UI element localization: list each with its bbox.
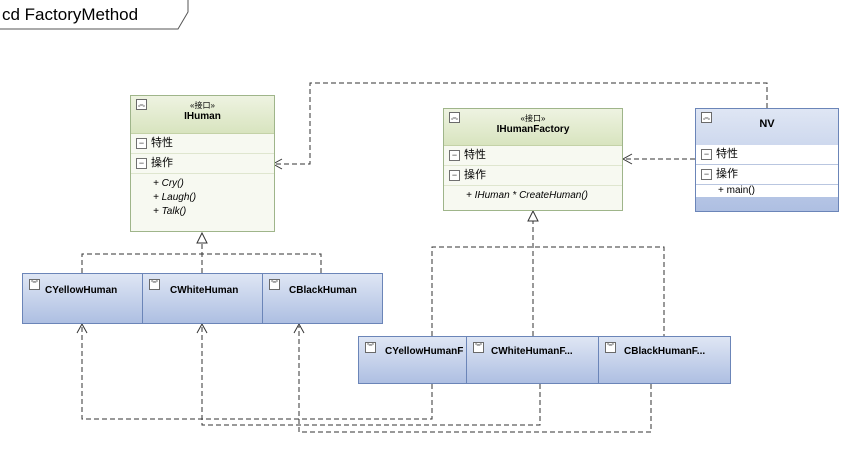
ihuman-attributes-section[interactable]: − 特性 <box>131 134 274 154</box>
ihumanfactory-stereotype: «接口» <box>520 114 546 123</box>
chevron-down-icon[interactable]: ︾ <box>365 342 376 353</box>
nv-attributes-label: 特性 <box>716 148 738 160</box>
minus-icon[interactable]: − <box>449 170 460 181</box>
minus-icon[interactable]: − <box>701 169 712 180</box>
cblackhuman-name: CBlackHuman <box>289 285 357 296</box>
nv-operations-label: 操作 <box>716 168 738 180</box>
realization-factories-line <box>431 246 665 336</box>
operation-laugh: + Laugh() <box>153 192 197 203</box>
chevron-down-icon[interactable]: ︾ <box>473 342 484 353</box>
realization-ihuman-arrowhead <box>196 231 208 244</box>
nv-operations-section[interactable]: − 操作 <box>696 165 838 185</box>
class-cyellowhumanfactory[interactable]: ︾ CYellowHumanF <box>358 336 468 384</box>
minus-icon[interactable]: − <box>136 158 147 169</box>
class-cyellowhuman[interactable]: ︾ CYellowHuman <box>22 273 143 324</box>
chevron-up-icon[interactable]: ︽ <box>701 112 712 123</box>
ihuman-operations-label: 操作 <box>151 157 173 169</box>
cyellowhuman-name: CYellowHuman <box>45 285 118 296</box>
nv-name: NV <box>759 118 775 130</box>
dep-whitef-white-line <box>201 326 541 426</box>
operation-talk: + Talk() <box>153 206 187 217</box>
dep-white-arrowhead <box>196 322 208 334</box>
chevron-down-icon[interactable]: ︾ <box>149 279 160 290</box>
dep-yellowf-yellow-line <box>81 326 433 420</box>
frame-tab <box>0 0 189 30</box>
dep-nv-factory-arrowhead <box>621 153 633 165</box>
class-cblackhumanfactory[interactable]: ︾ CBlackHumanF... <box>598 336 731 384</box>
minus-icon[interactable]: − <box>136 138 147 149</box>
cyellowhumanfactory-name: CYellowHumanF <box>385 346 464 357</box>
ihumanfactory-interface[interactable]: ︽ «接口» IHumanFactory − 特性 − 操作 + IHuman … <box>443 108 623 211</box>
ihuman-interface[interactable]: ︽ «接口» IHuman − 特性 − 操作 + Cry() + Laugh(… <box>130 95 275 232</box>
minus-icon[interactable]: − <box>449 150 460 161</box>
chevron-up-icon[interactable]: ︽ <box>449 112 460 123</box>
nv-attributes-section[interactable]: − 特性 <box>696 145 838 165</box>
ihuman-header: ︽ «接口» IHuman <box>131 96 274 134</box>
nv-operations: + main() <box>696 185 838 197</box>
ihuman-operations: + Cry() + Laugh() + Talk() <box>131 174 274 219</box>
realization-factory-arrowhead <box>527 209 539 222</box>
chevron-down-icon[interactable]: ︾ <box>605 342 616 353</box>
minus-icon[interactable]: − <box>701 149 712 160</box>
nv-class[interactable]: ︽ NV − 特性 − 操作 + main() <box>695 108 839 212</box>
ihuman-operations-section[interactable]: − 操作 <box>131 154 274 174</box>
class-cwhitehumanfactory[interactable]: ︾ CWhiteHumanF... <box>466 336 599 384</box>
class-cwhitehuman[interactable]: ︾ CWhiteHuman <box>142 273 263 324</box>
ihumanfactory-attributes-label: 特性 <box>464 149 486 161</box>
operation-cry: + Cry() <box>153 178 184 189</box>
ihuman-name: IHuman <box>184 111 221 122</box>
ihumanfactory-operations: + IHuman * CreateHuman() <box>444 186 622 203</box>
diagram-title: cd FactoryMethod <box>2 5 139 24</box>
cwhitehuman-name: CWhiteHuman <box>170 285 239 296</box>
dep-blackf-black-line <box>298 326 652 433</box>
cwhitehumanfactory-name: CWhiteHumanF... <box>491 346 573 357</box>
ihumanfactory-header: ︽ «接口» IHumanFactory <box>444 109 622 146</box>
nv-header: ︽ NV <box>696 109 838 145</box>
chevron-down-icon[interactable]: ︾ <box>269 279 280 290</box>
dep-black-arrowhead <box>293 322 305 334</box>
ihuman-attributes-label: 特性 <box>151 137 173 149</box>
operation-main: + main() <box>718 185 755 196</box>
ihumanfactory-operations-section[interactable]: − 操作 <box>444 166 622 186</box>
cblackhumanfactory-name: CBlackHumanF... <box>624 346 706 357</box>
chevron-up-icon[interactable]: ︽ <box>136 99 147 110</box>
dep-nv-human-line <box>276 82 768 165</box>
ihumanfactory-name: IHumanFactory <box>496 124 570 135</box>
operation-createhuman: + IHuman * CreateHuman() <box>466 190 588 201</box>
ihumanfactory-attributes-section[interactable]: − 特性 <box>444 146 622 166</box>
chevron-down-icon[interactable]: ︾ <box>29 279 40 290</box>
ihuman-stereotype: «接口» <box>190 101 215 110</box>
class-cblackhuman[interactable]: ︾ CBlackHuman <box>262 273 383 324</box>
ihumanfactory-operations-label: 操作 <box>464 169 486 181</box>
dep-yellow-arrowhead <box>76 322 88 334</box>
